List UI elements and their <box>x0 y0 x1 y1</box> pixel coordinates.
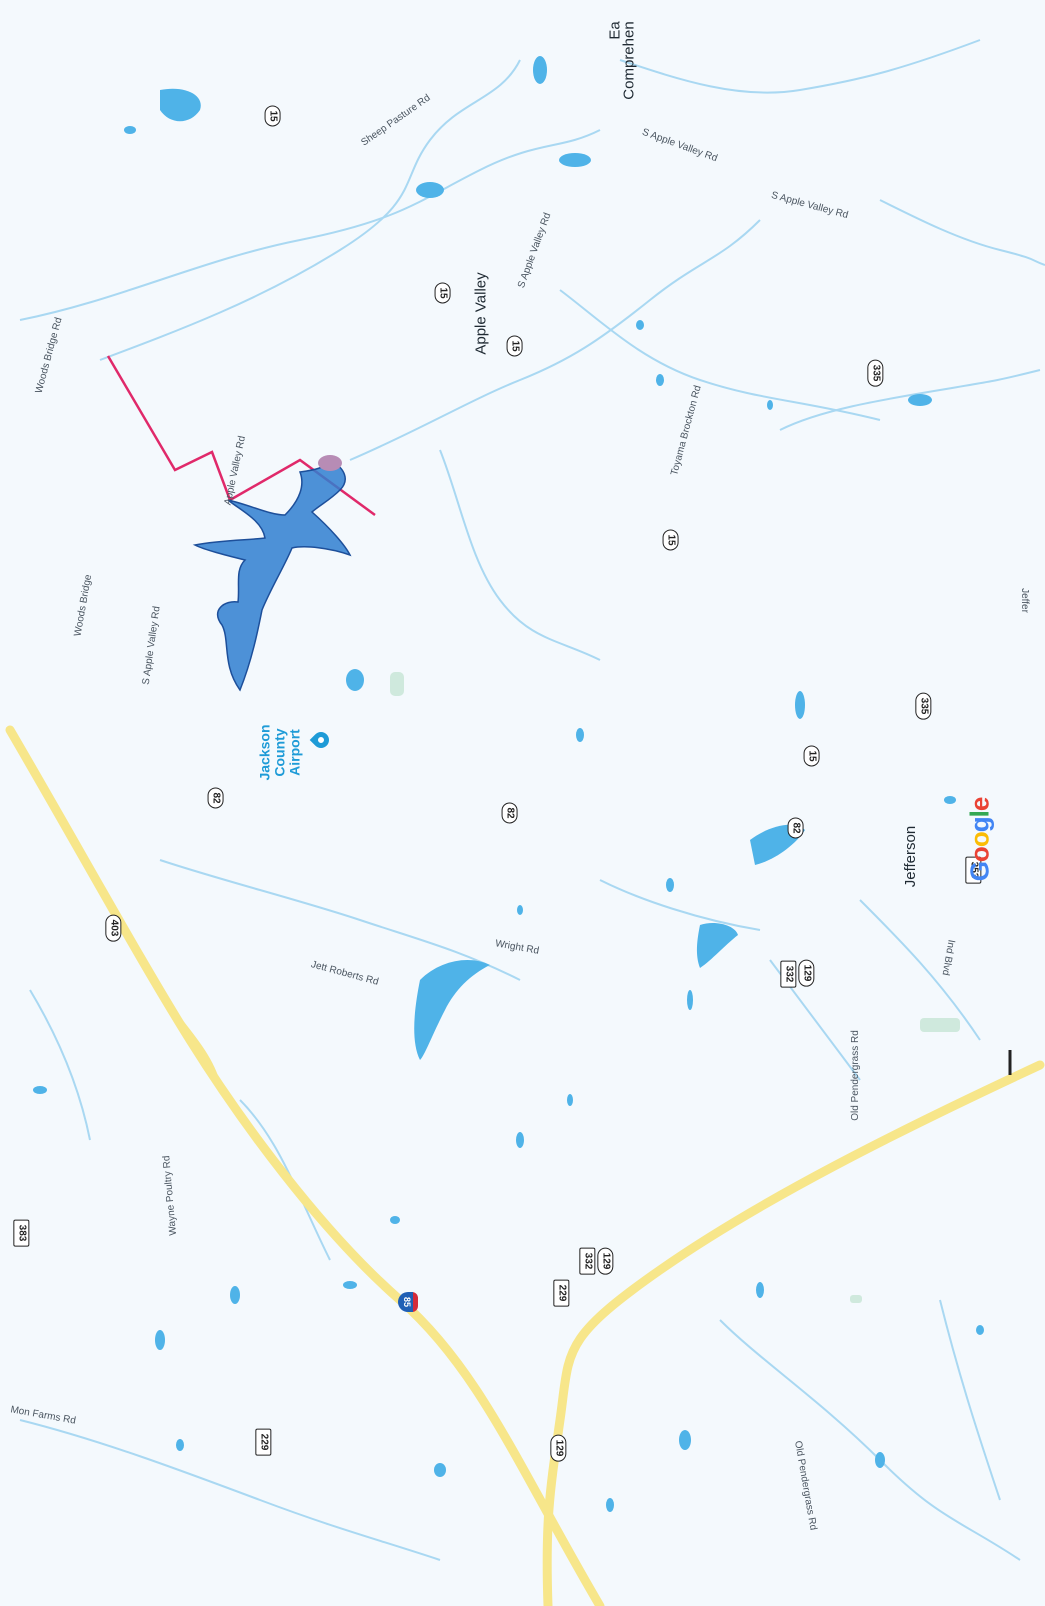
place-label-jefferson-edge[interactable]: Jeffer <box>1018 588 1030 613</box>
route-shield-129[interactable]: 129 <box>597 1247 614 1275</box>
airport-label-line3: Airport <box>286 729 303 776</box>
highways <box>5 725 1045 1606</box>
field-patches <box>390 672 960 1303</box>
airport-label-line1: Jackson <box>256 724 273 781</box>
route-shield-15[interactable]: 15 <box>434 282 451 304</box>
place-label-comprehensive-2[interactable]: Comprehen <box>620 21 638 100</box>
airport-label-line2: County <box>271 728 288 777</box>
route-shield-15[interactable]: 15 <box>662 529 679 551</box>
route-shield-229[interactable]: 229 <box>553 1279 570 1307</box>
route-shield-15[interactable]: 15 <box>264 105 281 127</box>
google-logo-letter: o <box>964 832 995 848</box>
route-shield-82[interactable]: 82 <box>501 802 518 824</box>
route-shield-15[interactable]: 15 <box>506 335 523 357</box>
boundary-marker-patch <box>318 455 342 471</box>
ponds <box>33 56 984 1512</box>
route-shield-82[interactable]: 82 <box>207 787 224 809</box>
road-label-old-pendergrass: Old Pendergrass Rd <box>849 1030 861 1121</box>
interstate-shield-85[interactable]: 85 <box>398 1292 418 1312</box>
route-shield-129[interactable]: 129 <box>550 1434 567 1462</box>
route-shield-332[interactable]: 332 <box>780 960 797 988</box>
reservoir <box>192 459 352 692</box>
route-shield-82[interactable]: 82 <box>787 817 804 839</box>
google-logo-letter: o <box>964 847 995 863</box>
place-label-apple-valley[interactable]: Apple Valley <box>472 272 490 355</box>
google-logo-letter: l <box>964 811 995 818</box>
route-shield-335[interactable]: 335 <box>867 359 884 387</box>
route-shield-383[interactable]: 383 <box>13 1219 30 1247</box>
route-shield-403[interactable]: 403 <box>105 914 122 942</box>
google-logo-letter: G <box>964 862 995 882</box>
airport-label[interactable]: Jackson County Airport <box>256 724 303 781</box>
route-shield-129[interactable]: 129 <box>798 959 815 987</box>
route-shield-229[interactable]: 229 <box>255 1428 272 1456</box>
google-logo-letter: g <box>964 817 995 833</box>
place-label-jefferson[interactable]: Jefferson <box>902 825 920 888</box>
route-shield-332[interactable]: 332 <box>579 1247 596 1275</box>
route-shield-15[interactable]: 15 <box>803 745 820 767</box>
google-logo-letter: e <box>964 797 995 812</box>
google-logo: Google <box>964 798 995 882</box>
interstate-shield-number: 85 <box>402 1296 412 1307</box>
route-shield-335[interactable]: 335 <box>915 692 932 720</box>
